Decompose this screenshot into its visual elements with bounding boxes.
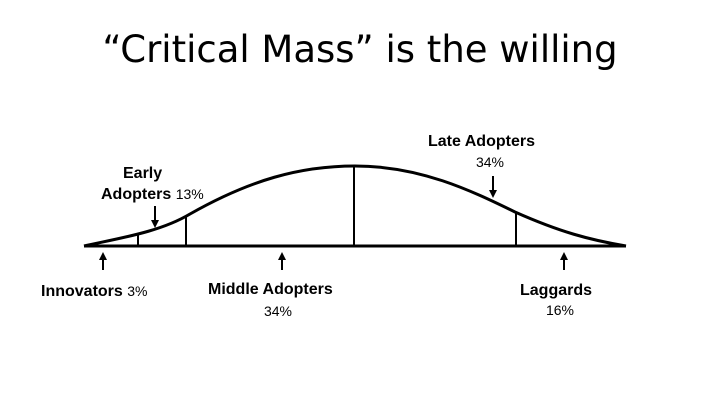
laggards-label: Laggards	[520, 282, 593, 299]
late-adopters-percent: 34%	[475, 154, 505, 170]
middle-adopters-label: Middle Adopters	[208, 281, 333, 298]
innovators-percent: 3%	[127, 283, 148, 299]
laggards-percent: 16%	[545, 302, 575, 318]
innovators-label: Innovators 3%	[41, 283, 148, 300]
late-adopters-label: Late Adopters	[428, 133, 535, 150]
early-adopters-label-line2: Adopters 13%	[101, 186, 204, 203]
early-adopters-percent: 13%	[175, 186, 204, 202]
middle-adopters-percent: 34%	[263, 303, 293, 319]
slide-title: “Critical Mass” is the willing	[102, 28, 618, 71]
early-adopters-label-line1: Early	[123, 165, 163, 182]
